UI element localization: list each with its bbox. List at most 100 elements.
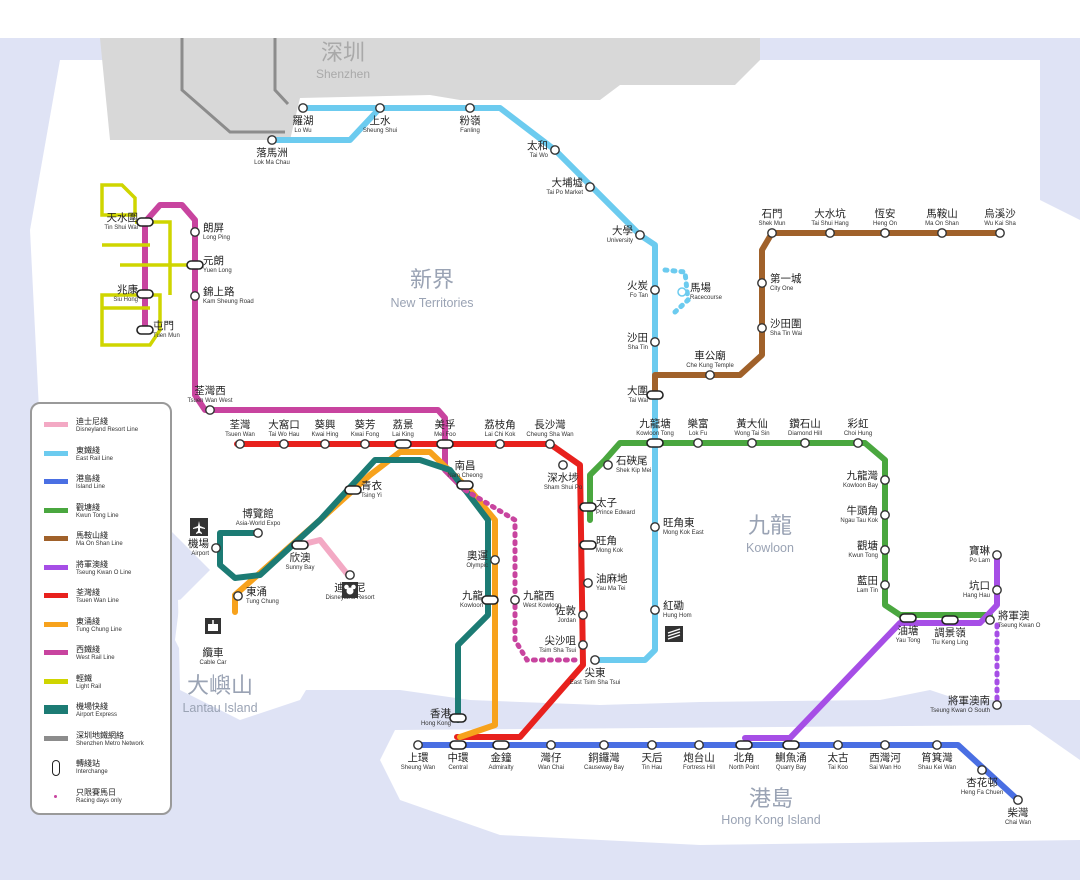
station-name-en: Sha Tin — [628, 345, 648, 351]
station-name-en: Kam Sheung Road — [203, 299, 254, 305]
legend-swatch — [44, 593, 68, 598]
station-name-en: Po Lam — [969, 558, 990, 564]
station-name-en: Sha Tin Wai — [770, 331, 802, 337]
legend-label-en: Light Rail — [76, 683, 102, 690]
lantau-zh: 大嶼山 — [187, 674, 253, 699]
station-name-en: Tai Wo — [530, 153, 549, 159]
interchange-marker — [646, 438, 664, 448]
station-name-zh: 太古 — [828, 751, 849, 764]
legend-swatch — [44, 564, 68, 570]
shenzhen-label-en: Shenzhen — [316, 67, 370, 81]
legend-label-zh: 觀塘綫 — [76, 502, 100, 512]
station-name-en: Prince Edward — [596, 510, 635, 516]
station-name-zh: 旺角 — [596, 535, 617, 547]
station-marker — [650, 605, 660, 615]
